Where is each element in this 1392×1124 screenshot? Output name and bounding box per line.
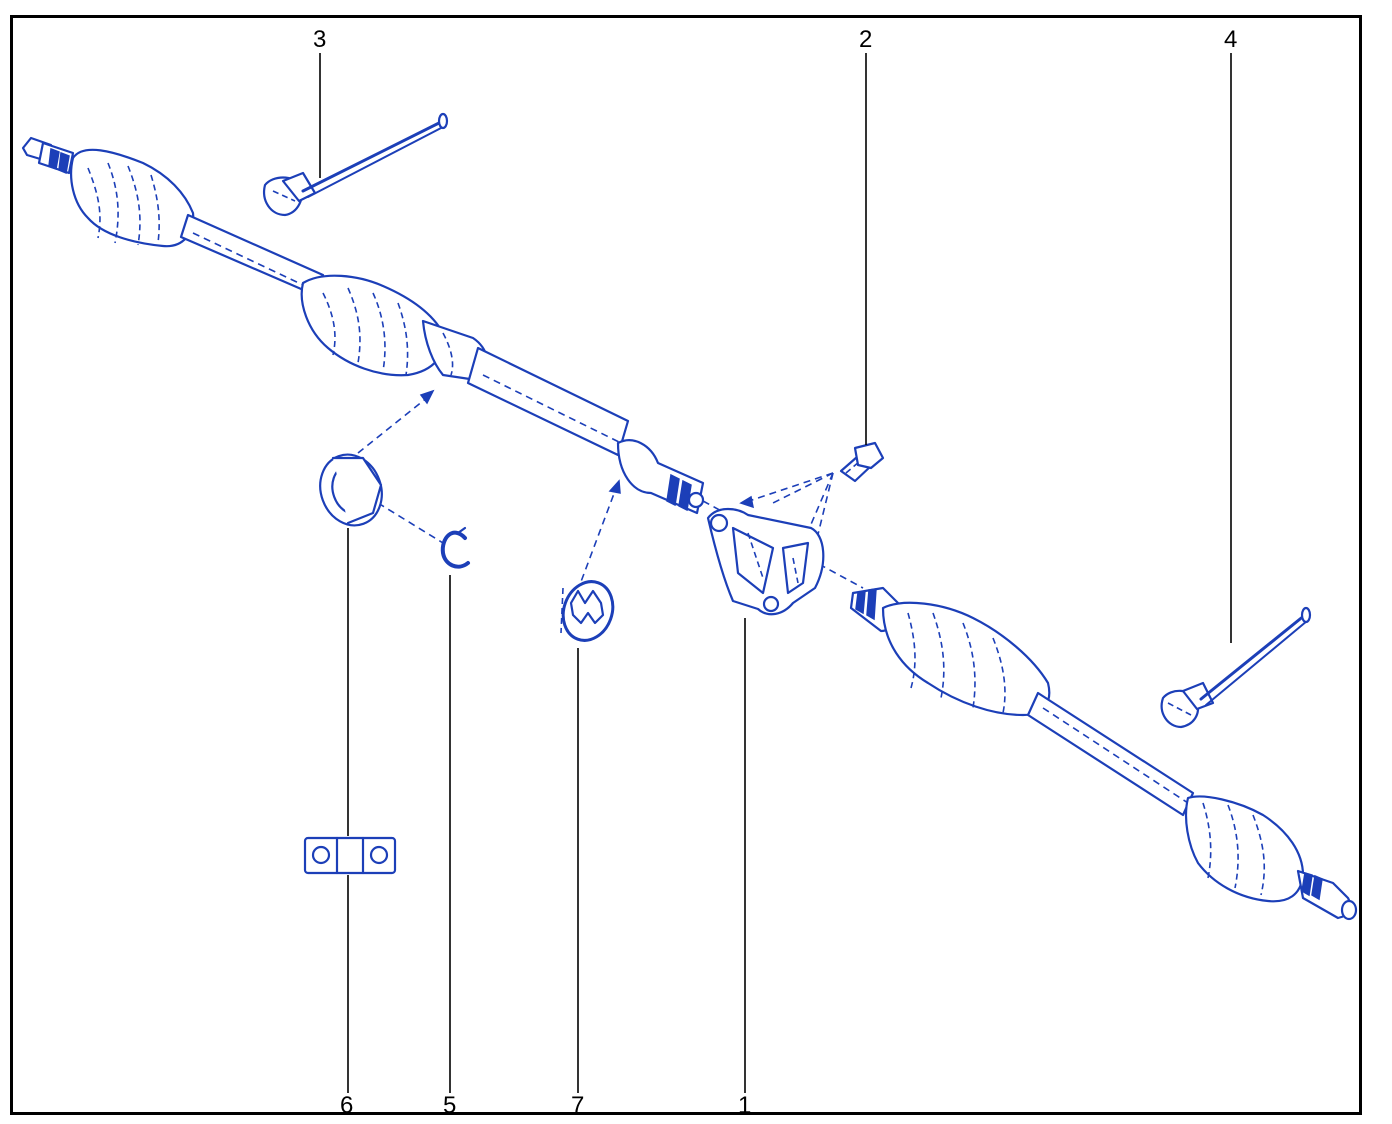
exploded-view-diagram: 3 2 4 6 5 7 1: [21, 26, 1358, 1112]
diagram-frame: 3 2 4 6 5 7 1: [10, 15, 1362, 1115]
leader-lines: [319, 53, 1232, 1093]
callout-numbers: 3 2 4 6 5 7 1: [313, 26, 1237, 1112]
two-hole-plate-symbol-icon: [303, 836, 397, 875]
right-axle-shaft-icon: [849, 586, 1358, 921]
wheel-speed-sensor-icon: [1160, 606, 1312, 729]
callout-2: 2: [859, 26, 872, 53]
callout-1: 1: [738, 1092, 751, 1112]
callout-6: 6: [340, 1092, 353, 1112]
left-axle-shaft-icon: [21, 136, 705, 515]
snap-ring-icon: [440, 526, 470, 569]
callout-7: 7: [571, 1092, 584, 1112]
callout-5: 5: [443, 1092, 456, 1112]
callout-3: 3: [313, 26, 326, 53]
wheel-speed-sensor-icon: [263, 112, 449, 217]
callout-4: 4: [1224, 26, 1237, 53]
bearing-bracket-icon: [706, 507, 825, 616]
bolt-icon: [839, 441, 885, 483]
ball-bearing-icon: [319, 453, 383, 527]
dust-shield-icon: [560, 580, 615, 642]
